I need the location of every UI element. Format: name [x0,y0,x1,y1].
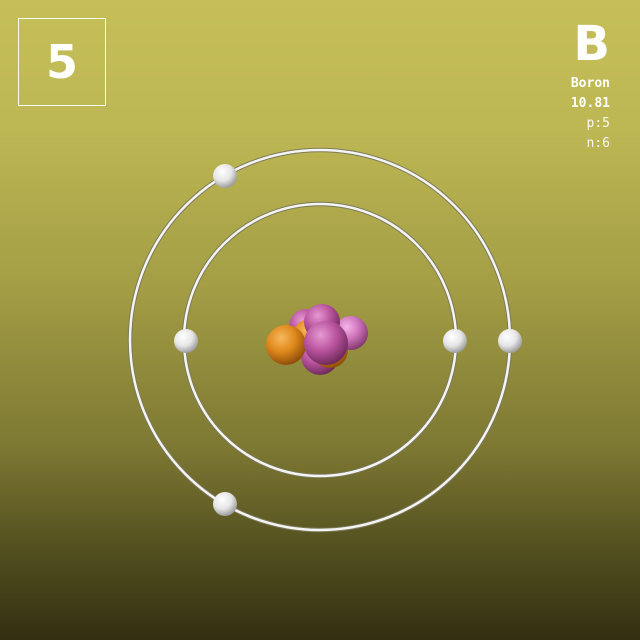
neutron [266,325,306,365]
proton-count: p:5 [586,116,610,131]
atomic-number: 5 [45,35,78,89]
electron [443,329,467,353]
electrons [174,164,522,516]
element-name: Boron [570,76,610,91]
element-symbol: B [573,16,610,72]
nucleus [266,304,368,375]
atomic-number-box: 5 [18,18,106,106]
proton [304,321,348,365]
electron [174,329,198,353]
electron [498,329,522,353]
element-info: B Boron 10.81 p:5 n:6 [571,18,610,154]
electron [213,492,237,516]
atomic-mass: 10.81 [570,96,610,111]
electron [213,164,237,188]
neutron-count: n:6 [586,136,610,151]
